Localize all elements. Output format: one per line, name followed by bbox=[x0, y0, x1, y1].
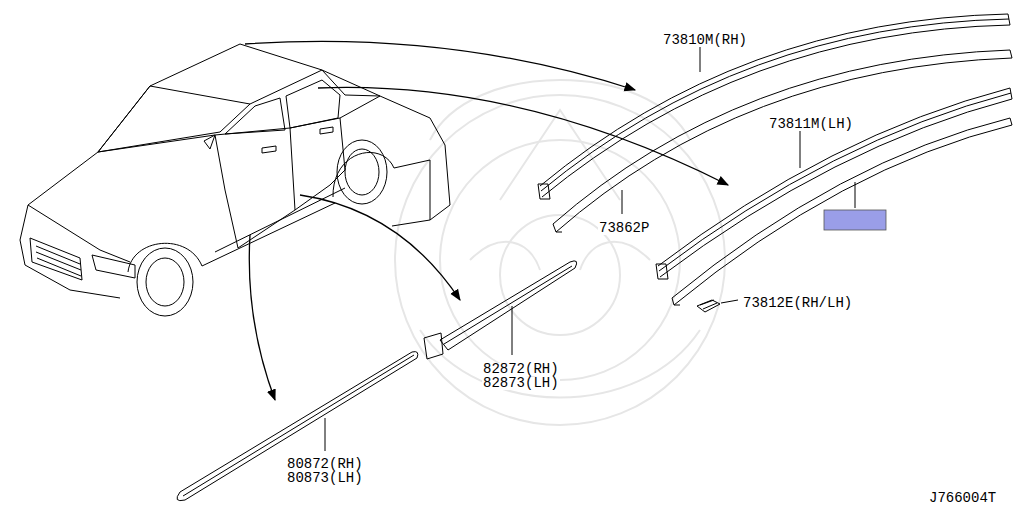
label-anchor: 73862P bbox=[598, 218, 650, 236]
part-number: 73812E(RH/LH) bbox=[742, 297, 853, 310]
car-body bbox=[20, 44, 450, 316]
label-anchor: 80872(RH) bbox=[286, 454, 364, 472]
part-number: 73862P bbox=[598, 222, 650, 235]
label-anchor: 73810M(RH) bbox=[662, 30, 748, 48]
highlight-swatch bbox=[824, 210, 886, 230]
leader-lines bbox=[325, 47, 855, 451]
pointer-arrows bbox=[245, 41, 728, 400]
label-anchor: 73811M(LH) bbox=[768, 114, 854, 132]
part-number: 73810M(RH) bbox=[662, 34, 748, 47]
part-number: 80873(LH) bbox=[286, 472, 364, 485]
part-number: 82872(RH) bbox=[482, 363, 560, 376]
label-anchor: 73812E(RH/LH) bbox=[742, 293, 853, 311]
part-number: 82873(LH) bbox=[482, 377, 560, 390]
side-moldings bbox=[177, 261, 577, 501]
label-anchor: 82872(RH) bbox=[482, 359, 560, 377]
label-anchor: J766004T bbox=[928, 488, 997, 506]
part-number: 73811M(LH) bbox=[768, 118, 854, 131]
label-anchor: 80873(LH) bbox=[286, 468, 364, 486]
roof-moldings bbox=[538, 14, 1012, 312]
figure-code: J766004T bbox=[928, 492, 997, 505]
part-number: 80872(RH) bbox=[286, 458, 364, 471]
label-anchor: 82873(LH) bbox=[482, 373, 560, 391]
